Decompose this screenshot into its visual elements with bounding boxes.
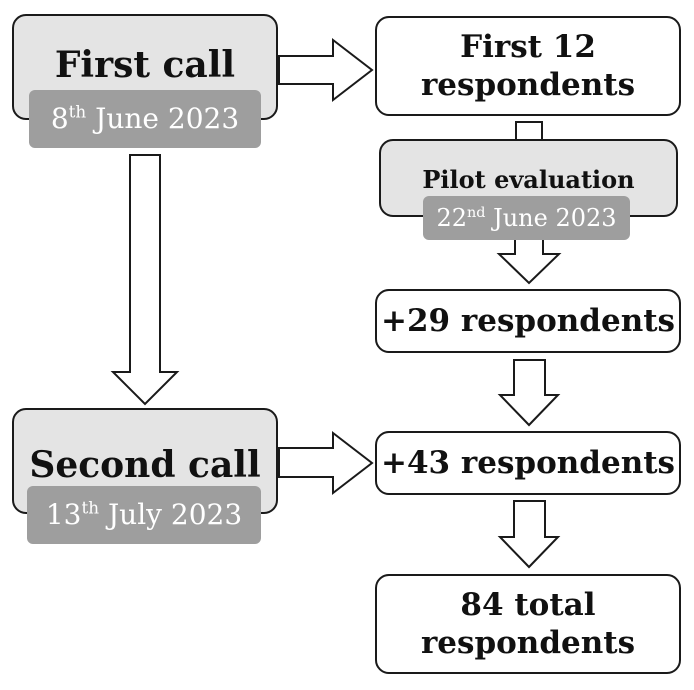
pilot-evaluation-date: 22nd June 2023	[423, 196, 630, 240]
pilot-date-suffix: nd	[466, 205, 486, 221]
first-call-date: 8th June 2023	[29, 90, 261, 148]
plus-43-label: +43 respondents	[380, 445, 675, 481]
arrow-first-to-second-call	[110, 154, 180, 406]
plus-29-label: +29 respondents	[380, 303, 675, 339]
second-call-title: Second call	[29, 444, 261, 486]
arrow-first-call-to-first12	[278, 37, 374, 103]
plus-43-respondents-box: +43 respondents	[375, 431, 681, 495]
pilot-evaluation-title: Pilot evaluation	[422, 165, 635, 194]
first-12-respondents-box: First 12 respondents	[375, 16, 681, 116]
second-call-date-day: 13	[45, 498, 82, 531]
second-call-date-rest: July 2023	[99, 498, 243, 531]
total-line1: 84 total	[460, 587, 596, 623]
plus-29-respondents-box: +29 respondents	[375, 289, 681, 353]
first-call-date-rest: June 2023	[86, 102, 240, 135]
pilot-date-day: 22	[436, 204, 467, 232]
second-call-date-suffix: th	[81, 497, 100, 518]
arrow-plus29-to-plus43	[497, 359, 561, 427]
connector-first12-to-pilot	[515, 121, 543, 141]
arrow-plus43-to-total	[497, 500, 561, 569]
first-12-line2: respondents	[420, 67, 636, 103]
first-call-title: First call	[54, 44, 236, 86]
arrow-second-call-to-plus43	[278, 430, 374, 496]
pilot-date-rest: June 2023	[485, 204, 617, 232]
second-call-date: 13th July 2023	[27, 486, 261, 544]
first-12-line1: First 12	[460, 29, 596, 65]
first-call-date-suffix: th	[68, 101, 87, 122]
total-respondents-box: 84 total respondents	[375, 574, 681, 674]
total-line2: respondents	[420, 625, 636, 661]
first-call-date-day: 8	[50, 102, 69, 135]
arrow-pilot-to-plus29	[496, 237, 562, 285]
